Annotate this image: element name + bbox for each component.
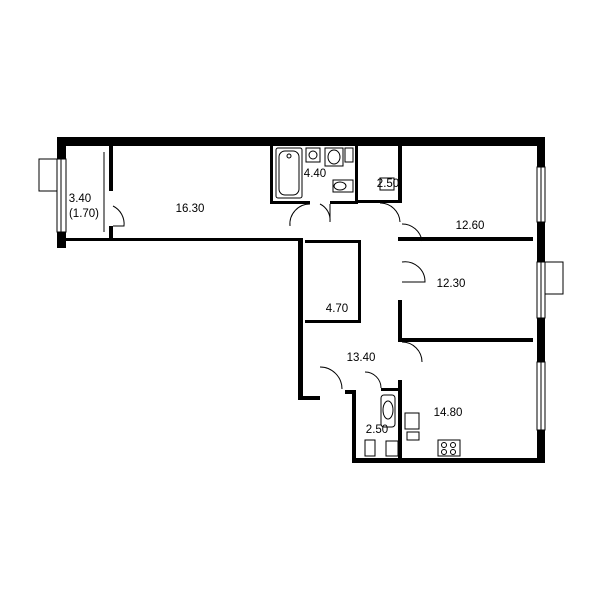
balcony-secondary-area-label: (1.70): [69, 208, 99, 220]
bathroom-area-label: 4.40: [304, 168, 326, 180]
living-room-area-label: 16.30: [176, 203, 205, 215]
washroom-area-label: 2.50: [366, 424, 388, 436]
toilet-area-label: 2.50: [377, 178, 399, 190]
windows: [38, 152, 564, 431]
fixtures: [275, 147, 461, 457]
balcony-area-label: 3.40: [69, 193, 91, 205]
room-labels: 3.40 (1.70) 16.30 4.40 2.50 12.60 12.30 …: [69, 168, 485, 436]
doors: [112, 202, 426, 390]
bedroom-1-area-label: 12.60: [456, 220, 485, 232]
storage-area-label: 4.70: [326, 303, 348, 315]
bedroom-2-area-label: 12.30: [437, 278, 466, 290]
interior-walls: [109, 146, 533, 460]
hall-area-label: 13.40: [347, 352, 376, 364]
outer-walls: [57, 137, 545, 463]
kitchen-area-label: 14.80: [434, 407, 463, 419]
